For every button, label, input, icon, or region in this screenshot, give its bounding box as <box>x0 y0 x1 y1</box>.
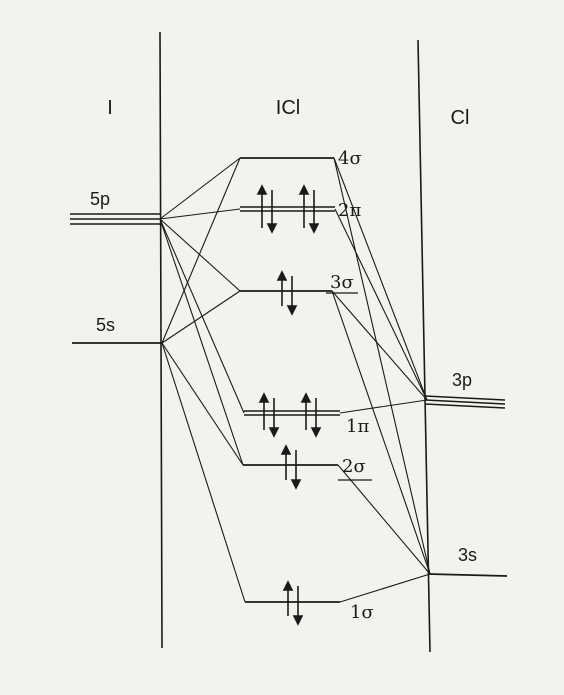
header-I: I <box>107 97 113 119</box>
electron-pair-2pi-b <box>298 184 320 234</box>
electron-pair-1pi-b <box>300 392 322 438</box>
label-Cl-3s: 3s <box>458 545 477 565</box>
electron-pair-3sigma <box>276 270 298 316</box>
divider-left <box>159 31 163 649</box>
level-I-5p <box>70 213 160 225</box>
electron-pair-2pi-a <box>256 184 278 234</box>
label-mo-2sigma: 2σ <box>342 456 366 477</box>
label-mo-1pi: 1π <box>346 416 369 437</box>
mo-level-2pi <box>240 206 335 212</box>
divider-right <box>417 39 431 653</box>
label-Cl-3p: 3p <box>452 370 472 390</box>
header-Cl: Cl <box>451 107 470 129</box>
mo-level-1pi <box>244 410 340 416</box>
label-mo-4sigma: 4σ <box>338 148 362 169</box>
label-mo-3sigma: 3σ <box>330 272 354 293</box>
electron-pair-1sigma <box>282 580 304 626</box>
electron-arrows <box>256 184 322 626</box>
label-mo-2pi: 2π <box>338 200 361 221</box>
electron-pair-1pi-a <box>258 392 280 438</box>
header-ICl: ICl <box>276 97 300 119</box>
level-Cl-3s <box>427 573 508 577</box>
correlation-lines <box>159 157 431 603</box>
label-I-5s: 5s <box>96 315 115 335</box>
electron-pair-2sigma <box>280 444 302 490</box>
level-Cl-3p <box>424 395 506 409</box>
label-I-5p: 5p <box>90 189 110 209</box>
label-mo-1sigma: 1σ <box>350 602 374 623</box>
